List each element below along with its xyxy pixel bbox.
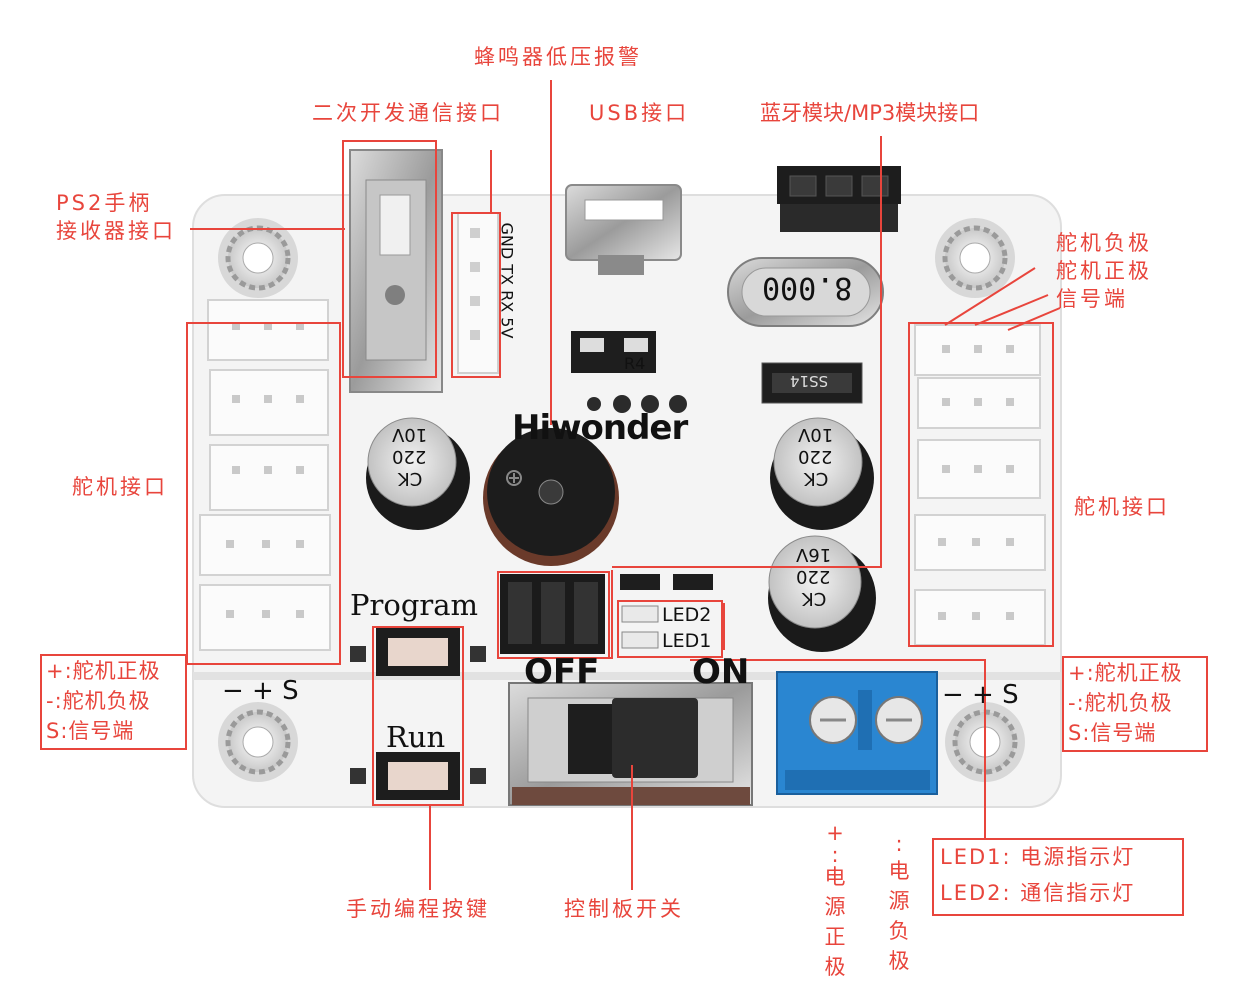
ps2-label-line1: PS2手柄 [56, 191, 153, 215]
program-silk: Program [350, 588, 479, 622]
ps2-receiver-socket-icon [349, 149, 443, 393]
buttons-box [372, 626, 464, 806]
on-silk: ON [692, 652, 750, 692]
buzzer-label: 蜂鸣器低压报警 [474, 45, 642, 69]
power-switch-icon [508, 682, 753, 806]
left-legend-line: -:舵机负极 [46, 689, 151, 713]
dev-comm-box [451, 212, 501, 378]
jumper-header-icon [500, 574, 605, 654]
led-legend-line: LED2: 通信指示灯 [940, 881, 1136, 905]
switch-label: 控制板开关 [564, 897, 684, 921]
dev-comm-label: 二次开发通信接口 [312, 101, 504, 125]
manual-button-label: 手动编程按键 [346, 897, 490, 921]
jumper-box [497, 571, 610, 659]
left-legend-line: S:信号端 [46, 719, 135, 743]
cap-left-brand-silk: CK [398, 468, 423, 489]
brand-silk: Hiwonder [512, 408, 688, 448]
ps2-label-line2: 接收器接口 [56, 219, 176, 243]
cap-right-bottom-voltage-silk: 16V [796, 544, 832, 565]
cap-right-bottom-brand-silk: CK [802, 588, 827, 609]
mounting-hole-icon [218, 702, 298, 782]
servo-left-box [186, 322, 341, 665]
cap-right-top-brand-silk: CK [804, 468, 829, 489]
servo-right-box [908, 322, 1054, 647]
gnd-txrx-silk: GND TX RX 5V [497, 222, 517, 339]
crystal-oscillator-icon [727, 257, 884, 327]
left-pin-polarity-silk: − + S [222, 676, 299, 706]
led2-silk: LED2 [662, 604, 712, 626]
power-terminal-icon [776, 671, 938, 795]
buzzer-icon [483, 428, 619, 566]
off-silk: OFF [524, 652, 600, 692]
r4-silk: R4 [624, 354, 646, 373]
led-legend-line: LED1: 电源指示灯 [940, 845, 1136, 869]
servo-left-label: 舵机接口 [72, 475, 168, 499]
right-legend-box [1062, 656, 1208, 752]
cap-right-top-voltage-silk: 10V [798, 424, 834, 445]
bt-mp3-label: 蓝牙模块/MP3模块接口 [760, 101, 980, 125]
right-legend-line: -:舵机负极 [1068, 691, 1173, 715]
mounting-hole-icon [218, 218, 298, 298]
right-legend-line: S:信号端 [1068, 721, 1157, 745]
diode-silk: SS14 [790, 372, 829, 390]
right-legend-line: +:舵机正极 [1068, 661, 1183, 685]
capacitor-left-icon [366, 417, 470, 530]
crystal-silk: 8.000 [762, 270, 853, 305]
capacitor-right-top-icon [770, 417, 874, 530]
program-button-icon [350, 628, 486, 676]
power-neg-label: : 电 源 负 极 [888, 832, 910, 973]
led-box [617, 600, 723, 658]
left-legend-line: +:舵机正极 [46, 659, 161, 683]
ps2-socket-box [342, 140, 437, 378]
signal-label: 信号端 [1056, 287, 1128, 311]
servo-connector-left-icon [199, 299, 331, 651]
led1-silk: LED1 [662, 630, 712, 652]
servo-neg-label: 舵机负极 [1056, 231, 1152, 255]
right-pin-polarity-silk: − + S [942, 680, 1019, 710]
servo-connector-right-icon [914, 324, 1046, 646]
usb-port-icon [565, 184, 682, 275]
run-button-icon [350, 752, 486, 800]
usb-label: USB接口 [589, 101, 690, 125]
servo-pos-label: 舵机正极 [1056, 259, 1152, 283]
mounting-hole-icon [935, 218, 1015, 298]
cap-right-bottom-value-silk: 220 [796, 566, 831, 587]
capacitor-right-bottom-icon [768, 535, 876, 652]
cap-left-value-silk: 220 [392, 446, 427, 467]
led-legend-box [932, 838, 1184, 916]
cap-right-top-value-silk: 220 [798, 446, 833, 467]
run-silk: Run [386, 720, 446, 754]
power-pos-label: + : 电 源 正 极 [824, 821, 846, 979]
left-legend-box [40, 654, 187, 750]
cap-left-voltage-silk: 10V [392, 424, 428, 445]
servo-right-label: 舵机接口 [1074, 495, 1170, 519]
bt-mp3-header-icon [777, 166, 901, 232]
